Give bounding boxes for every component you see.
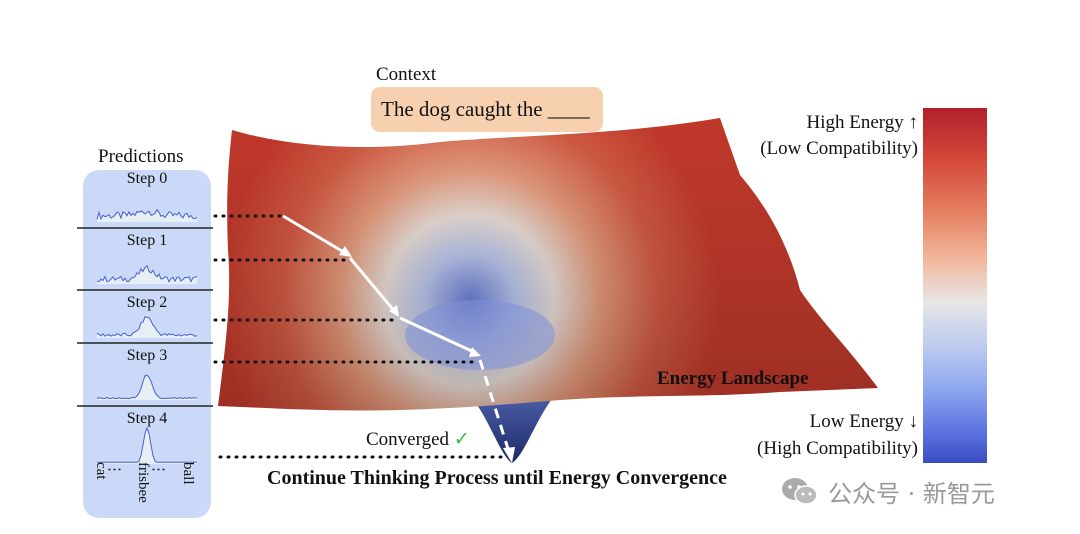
- energy-funnel: [470, 395, 555, 463]
- step-label: Step 4: [126, 410, 168, 427]
- wechat-icon: [782, 477, 818, 505]
- distribution-area: [97, 209, 197, 222]
- figure-caption: Continue Thinking Process until Energy C…: [267, 467, 727, 489]
- step-label: Step 1: [126, 232, 168, 249]
- high-energy-label: High Energy ↑: [806, 112, 918, 133]
- low-energy-label: Low Energy ↓: [809, 411, 918, 432]
- token-ball: ball: [180, 462, 196, 485]
- check-icon: ✓: [453, 429, 470, 450]
- distribution-area: [97, 316, 197, 338]
- converged-label: Converged ✓: [366, 428, 470, 451]
- context-label: Context: [376, 64, 437, 85]
- token-ellipsis-1: ⋮: [106, 462, 122, 477]
- watermark-text: 公众号 · 新智元: [828, 480, 995, 508]
- step-label: Step 3: [126, 347, 168, 364]
- distribution-area: [97, 265, 197, 284]
- descent-path: [282, 214, 511, 453]
- distribution-curve: [96, 265, 198, 283]
- distribution-curve: [96, 208, 198, 221]
- distribution-area: [97, 428, 197, 464]
- high-energy-sub: (Low Compatibility): [760, 138, 918, 159]
- predictions-title: Predictions: [98, 146, 184, 167]
- distribution-curve: [97, 426, 197, 463]
- converged-text: Converged: [366, 429, 450, 450]
- step-distributions: [77, 208, 213, 464]
- basin-center: [405, 300, 555, 370]
- step-label: Step 0: [126, 170, 168, 187]
- context-box: [371, 87, 603, 132]
- context-sentence: The dog caught the ____: [381, 97, 590, 121]
- energy-landscape-label: Energy Landscape: [657, 368, 809, 389]
- low-energy-sub: (High Compatibility): [757, 438, 918, 459]
- distribution-curve: [96, 374, 198, 400]
- watermark: 公众号 · 新智元: [780, 474, 995, 509]
- distribution-area: [97, 375, 197, 400]
- descent-arrowheads: [339, 246, 515, 463]
- step-label: Step 2: [126, 294, 168, 311]
- energy-colorbar: [923, 108, 987, 463]
- distribution-curve: [96, 316, 198, 337]
- token-ellipsis-2: ⋮: [150, 462, 166, 477]
- step-connectors: [213, 214, 507, 459]
